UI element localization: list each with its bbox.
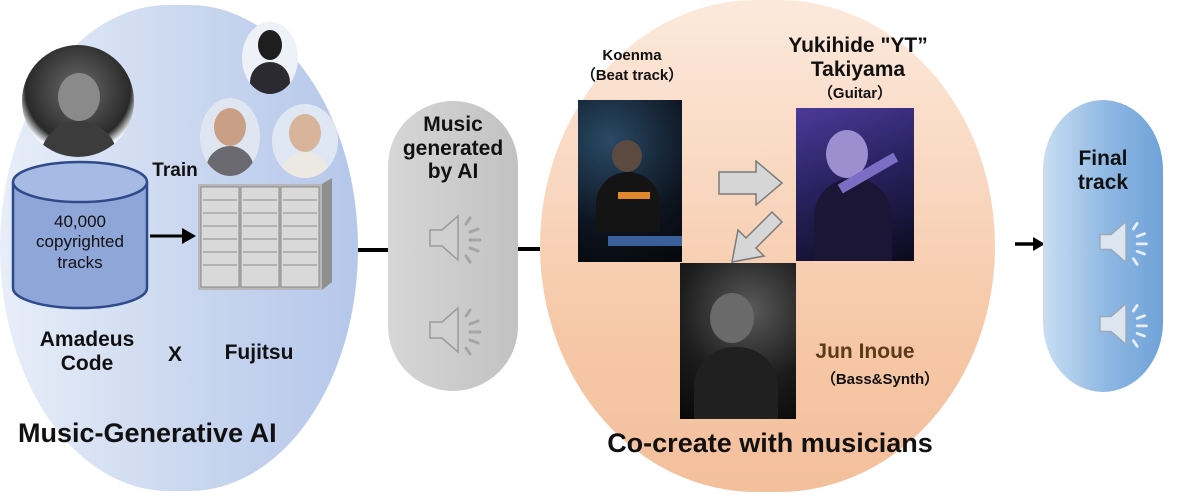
cross-label: X — [167, 343, 182, 366]
connector-line — [358, 248, 388, 252]
database-cylinder-icon — [11, 160, 149, 310]
speaker-icon — [1099, 302, 1148, 348]
arrow-right-icon — [1015, 237, 1045, 251]
musician-koenma-photo — [578, 100, 682, 262]
person-photo-man-glasses — [272, 104, 338, 178]
musician-koenma-name: Koenma — [602, 47, 662, 64]
musician-inoue-role: （Bass&Synth） — [820, 371, 940, 388]
server-rack-icon — [198, 178, 332, 290]
company-amadeus-code: Amadeus Code — [39, 328, 135, 375]
musician-takiyama-role: （Guitar） — [817, 85, 893, 102]
person-photo-headphones — [22, 45, 134, 157]
musician-inoue-name: Jun Inoue — [815, 340, 915, 363]
arrow-right-icon — [150, 228, 196, 244]
company-fujitsu: Fujitsu — [224, 341, 294, 364]
speaker-icon — [1099, 220, 1148, 266]
musician-koenma-role: （Beat track） — [580, 67, 684, 84]
person-photo-man-center — [200, 98, 260, 176]
speaker-icon — [429, 214, 482, 264]
musician-takiyama-name: Yukihide "YT” Takiyama — [788, 34, 928, 81]
final-track-title: Final track — [1077, 147, 1129, 194]
person-photo-woman — [242, 22, 298, 94]
arrow-right-icon — [718, 160, 784, 206]
speaker-icon — [429, 306, 482, 356]
train-label: Train — [152, 160, 198, 181]
music-generated-title: Music generated by AI — [402, 113, 504, 184]
musician-takiyama-photo — [796, 108, 914, 261]
database-label: 40,000 copyrighted tracks — [36, 212, 124, 272]
music-generative-ai-title: Music-Generative AI — [18, 418, 277, 448]
musician-inoue-photo — [680, 263, 796, 419]
arrow-down-left-icon — [731, 210, 784, 263]
connector-line — [518, 247, 540, 251]
cocreate-title: Co-create with musicians — [607, 428, 933, 458]
